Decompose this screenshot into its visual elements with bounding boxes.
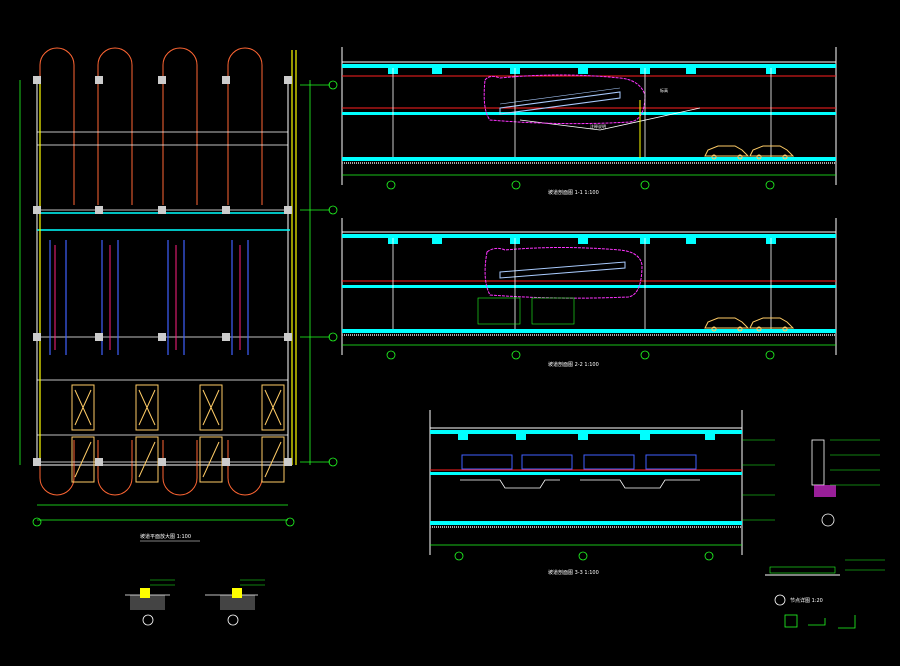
plan-title: 坡道平面放大图 1:100 — [140, 533, 191, 540]
lift-boxes — [71, 384, 285, 483]
columns — [33, 76, 292, 466]
ramp-lanes — [49, 240, 249, 355]
section-2-2: 坡道剖面图 2-2 1:100 — [341, 218, 837, 368]
arched-bays — [39, 47, 263, 205]
section-3-3: 坡道剖面图 3-3 1:100 — [429, 410, 775, 576]
detail-a-title: 节点详图 1:20 — [790, 597, 823, 604]
svg-text:标高: 标高 — [660, 87, 668, 93]
parking-lifts — [461, 454, 697, 470]
detail-2 — [125, 579, 175, 626]
ramp-plan-view: 坡道平面放大图 1:100 — [19, 47, 338, 542]
ramp-slope — [499, 91, 621, 115]
section-1-title: 坡道剖面图 1-1 1:100 — [548, 189, 599, 196]
cars — [704, 145, 795, 160]
section-1-1: 注释说明 标高 坡道剖面图 1-1 1:100 — [341, 47, 837, 196]
detail-3 — [205, 579, 265, 626]
detail-a: 节点详图 1:20 — [765, 559, 885, 629]
section-2-title: 坡道剖面图 2-2 1:100 — [548, 361, 599, 368]
arched-bays-bottom — [39, 440, 263, 496]
section-3-title: 坡道剖面图 3-3 1:100 — [548, 569, 599, 576]
detail-1 — [811, 439, 880, 527]
svg-text:注释说明: 注释说明 — [590, 123, 606, 129]
